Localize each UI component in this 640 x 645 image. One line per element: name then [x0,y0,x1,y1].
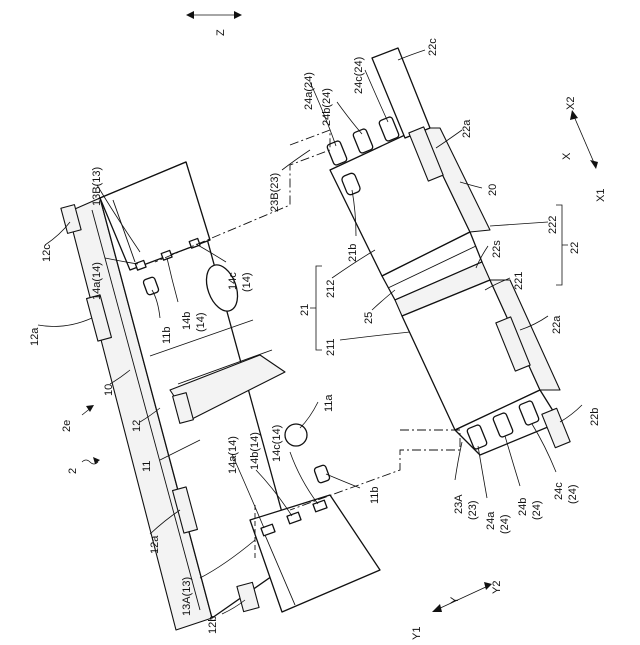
label-22b: 22b [589,408,601,426]
label-21: 21 [299,304,311,316]
cover-20 [326,48,570,455]
label-211: 211 [325,338,337,356]
axis-label-y2: Y2 [491,581,503,594]
x-arrow-down [590,160,598,169]
hole-11a [285,424,307,446]
leader-22c [398,50,425,60]
leader-24b-top [337,102,362,134]
axis-label-x2: X2 [565,97,577,110]
label-23B: 23B(23) [269,173,281,212]
leader-23A [455,442,462,480]
axis-label-y: Y [449,596,461,604]
label-14a-top: 14a(14) [91,262,103,300]
label-24c-top: 24c(24) [353,57,365,94]
label-2e: 2e [61,420,73,432]
axis-label-z: Z [215,29,227,36]
leader-12a-top [38,318,92,326]
label-221: 221 [513,272,525,290]
label-22a-bottom: 22a [551,315,563,334]
label-12a-bottom: 12a [149,535,161,554]
leader-23B [282,150,310,170]
label-11b-top: 11b [161,326,173,344]
leader-211 [340,332,410,340]
bracket-21 [310,266,322,350]
contact-24b-top [352,128,373,154]
leader-25 [372,290,395,310]
leader-222 [490,222,548,226]
label-222: 222 [547,216,559,234]
label-2: 2 [67,468,79,474]
axis-label-x: X [561,152,573,160]
label-10: 10 [103,384,115,396]
label-25: 25 [363,312,375,324]
label-14c-mid: 14c(14) [271,425,283,462]
label-24a-bottom-paren: (24) [499,514,511,534]
label-24b-bottom-paren: (24) [531,500,543,520]
label-23A-paren: (23) [467,500,479,520]
label-22c: 22c [427,38,439,56]
label-12c: 12c [41,244,53,262]
label-24a-bottom: 24a [485,511,497,530]
axis-z [186,11,242,19]
label-12: 12 [131,420,143,432]
boss-11b-bottom [314,464,331,483]
label-20: 20 [487,184,499,196]
label-24c-bottom: 24c [553,482,565,500]
label-24a-top: 24a(24) [303,72,315,110]
label-14b-top: 14b [181,312,193,330]
label-12b: 12b [207,616,219,634]
label-14b-mid: 14b(14) [249,432,261,470]
leader-22b [560,405,582,422]
label-24c-bottom-paren: (24) [567,484,579,504]
label-23A: 23A [453,494,465,514]
contact-24c-top [378,116,399,142]
label-11a: 11a [323,394,335,412]
label-212: 212 [325,280,337,298]
z-arrow-right [234,11,242,19]
label-14b-top-paren: (14) [195,312,207,332]
label-22s: 22s [491,240,503,258]
label-13A: 13A(13) [181,577,193,616]
leader-11a [300,402,318,428]
label-11b-bottom: 11b [369,486,381,504]
axis-label-y1: Y1 [411,627,423,640]
x-arrow-up [570,110,578,120]
leader-24b-bottom [505,436,520,486]
label-24b-bottom: 24b [517,498,529,516]
leader-14c-mid [290,452,318,504]
leader-11b-bottom [326,474,360,488]
label-22: 22 [569,242,581,254]
label-13B: 13B(13) [91,167,103,206]
axis-x [570,110,598,169]
label-11: 11 [141,461,153,472]
axis-y [432,582,492,612]
label-21b: 21b [347,244,359,262]
z-arrow-left [186,11,194,19]
label-14c-top-paren: (14) [241,272,253,292]
axis-label-x1: X1 [595,189,607,202]
label-14c-top: 14c [227,272,239,290]
label-12a-top: 12a [29,327,41,346]
label-14a-mid: 14a(14) [227,436,239,474]
y-arrow-left [432,604,442,612]
label-24b-top: 24b(24) [321,88,333,126]
label-22a-top: 22a [461,119,473,138]
